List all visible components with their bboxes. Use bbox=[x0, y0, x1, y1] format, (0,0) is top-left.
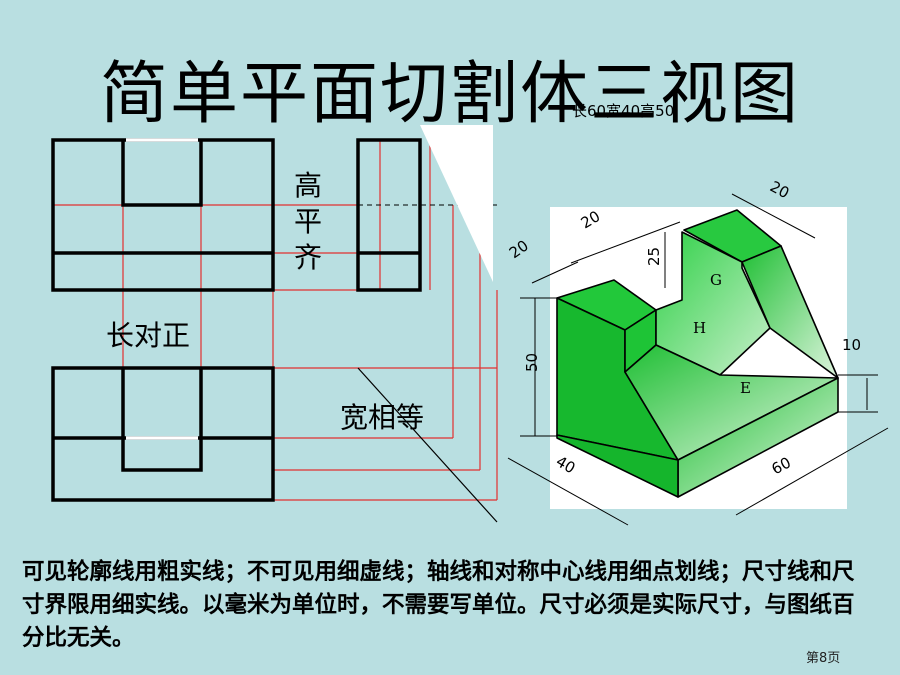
dim-20-right: 20 bbox=[767, 177, 792, 202]
face-label-e: E bbox=[740, 379, 751, 397]
slide-title: 简单平面切割体三视图 bbox=[99, 55, 800, 134]
dim-25: 25 bbox=[645, 247, 663, 266]
side-view bbox=[356, 138, 422, 292]
face-label-g: G bbox=[710, 271, 722, 289]
width-equal-label: 宽相等 bbox=[340, 401, 425, 434]
dim-10: 10 bbox=[842, 336, 861, 354]
dimensions-note: 长60宽40高50 bbox=[572, 102, 675, 120]
body-text: 可见轮廓线用粗实线；不可见用细虚线；轴线和对称中心线用细点划线；尺寸线和尺寸界限… bbox=[22, 559, 855, 651]
pointer-shape bbox=[420, 125, 493, 282]
iso-dimension-lines bbox=[507, 193, 889, 526]
height-align-label: 高平齐 bbox=[293, 169, 322, 274]
page-number: 第8页 bbox=[806, 651, 841, 666]
miter-line bbox=[357, 367, 498, 523]
face-label-h: H bbox=[693, 319, 706, 337]
dim-50: 50 bbox=[523, 353, 541, 372]
iso-solid bbox=[556, 209, 839, 498]
length-align-label: 长对正 bbox=[106, 319, 191, 352]
dim-20-left: 20 bbox=[506, 236, 532, 262]
